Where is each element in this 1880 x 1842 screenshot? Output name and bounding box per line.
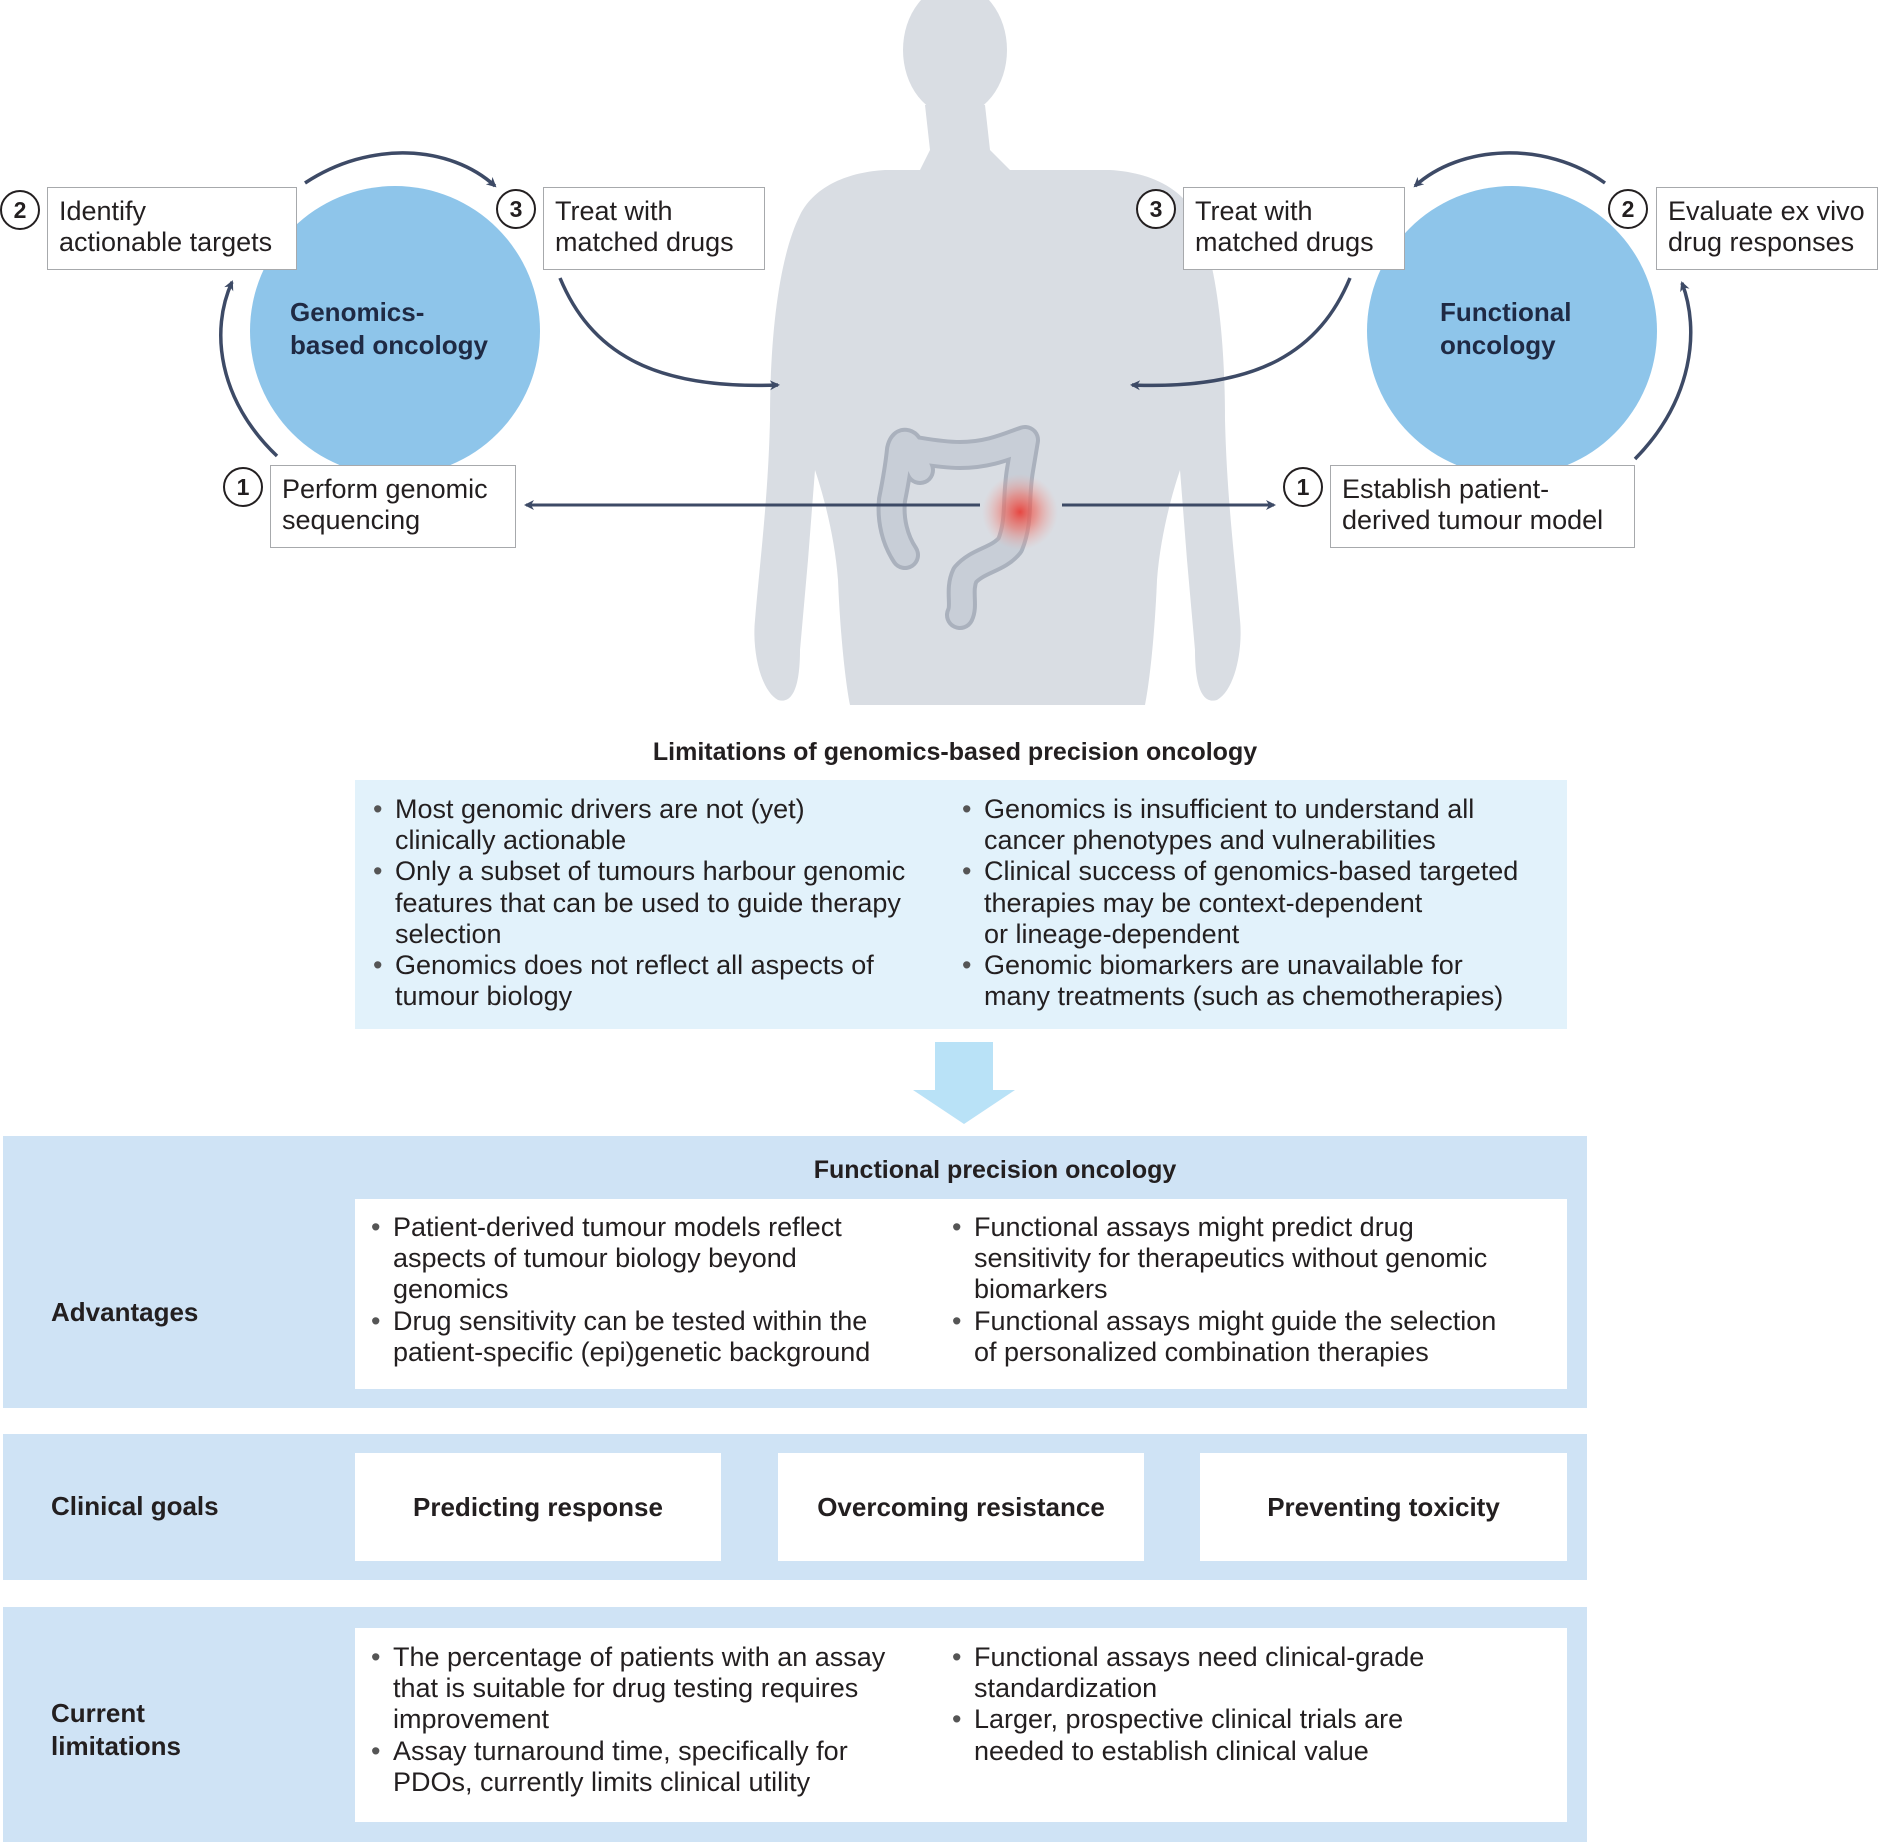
advantage-item: Functional assays might predict drugsens… xyxy=(950,1212,1560,1306)
functional-label-line: oncology xyxy=(1440,330,1556,360)
left-step-3-number: 3 xyxy=(496,189,536,229)
advantages-band: Functional precision oncology Advantages… xyxy=(3,1136,1587,1408)
current-limitations-right-list: Functional assays need clinical-gradesta… xyxy=(950,1642,1560,1767)
left-step-2-box: Identify actionable targets xyxy=(47,187,297,270)
limitation-item: Only a subset of tumours harbour genomic… xyxy=(371,856,951,950)
right-step-2-number: 2 xyxy=(1608,189,1648,229)
step-text-line: Perform genomic xyxy=(282,474,488,504)
genomics-label-line: Genomics- xyxy=(290,297,425,327)
left-step-2-number: 2 xyxy=(0,190,40,230)
tumour-highlight xyxy=(982,474,1058,550)
current-limitations-left-list: The percentage of patients with an assay… xyxy=(369,1642,939,1798)
step-text-line: Treat with xyxy=(1195,196,1313,226)
functional-label-line: Functional xyxy=(1440,297,1572,327)
goal-preventing-toxicity: Preventing toxicity xyxy=(1200,1453,1567,1561)
limitation-item: Genomics is insufficient to understand a… xyxy=(960,794,1560,856)
advantage-item: Patient-derived tumour models reflectasp… xyxy=(369,1212,939,1306)
clinical-goals-label: Clinical goals xyxy=(51,1491,219,1521)
left-step-1-box: Perform genomic sequencing xyxy=(270,465,516,548)
genomics-label-line: based oncology xyxy=(290,330,488,360)
limitations-right-list: Genomics is insufficient to understand a… xyxy=(960,794,1560,1012)
right-step-3-number: 3 xyxy=(1136,189,1176,229)
current-limitation-item: Assay turnaround time, specifically forP… xyxy=(369,1736,939,1798)
right-step-2-box: Evaluate ex vivo drug responses xyxy=(1656,187,1878,270)
right-step-1-number: 1 xyxy=(1283,467,1323,507)
current-limitation-item: Functional assays need clinical-gradesta… xyxy=(950,1642,1560,1704)
advantages-label: Advantages xyxy=(51,1297,199,1327)
step-text-line: Evaluate ex vivo xyxy=(1668,196,1865,226)
current-limitations-band: Current limitations The percentage of pa… xyxy=(3,1607,1587,1842)
limitation-item: Genomics does not reflect all aspects of… xyxy=(371,950,951,1012)
genomics-circle-label: Genomics- based oncology xyxy=(290,296,488,362)
goal-overcoming-resistance: Overcoming resistance xyxy=(778,1453,1144,1561)
step-text-line: sequencing xyxy=(282,505,421,535)
advantages-box: Patient-derived tumour models reflectasp… xyxy=(355,1199,1567,1389)
functional-circle-label: Functional oncology xyxy=(1440,296,1571,362)
left-step-3-box: Treat with matched drugs xyxy=(543,187,765,270)
down-arrow xyxy=(913,1042,1015,1124)
genomics-circle xyxy=(250,186,540,476)
functional-title: Functional precision oncology xyxy=(813,1156,1177,1184)
advantages-right-list: Functional assays might predict drugsens… xyxy=(950,1212,1560,1368)
step-text-line: matched drugs xyxy=(1195,227,1374,257)
limitation-item: Clinical success of genomics-based targe… xyxy=(960,856,1560,950)
limitations-title: Limitations of genomics-based precision … xyxy=(652,738,1258,766)
left-cycle-arrows xyxy=(219,151,780,458)
advantages-left-list: Patient-derived tumour models reflectasp… xyxy=(369,1212,939,1368)
label-line: limitations xyxy=(51,1731,182,1761)
human-silhouette xyxy=(754,0,1241,705)
current-limitations-label: Current limitations xyxy=(51,1697,181,1763)
step-text-line: Establish patient- xyxy=(1342,474,1550,504)
limitations-box: Most genomic drivers are not (yet)clinic… xyxy=(355,780,1567,1029)
functional-circle xyxy=(1367,186,1657,476)
step-text-line: matched drugs xyxy=(555,227,734,257)
limitations-left-list: Most genomic drivers are not (yet)clinic… xyxy=(371,794,951,1012)
right-step-1-box: Establish patient- derived tumour model xyxy=(1330,465,1635,548)
right-step-3-box: Treat with matched drugs xyxy=(1183,187,1405,270)
current-limitation-item: The percentage of patients with an assay… xyxy=(369,1642,939,1736)
step-text-line: actionable targets xyxy=(59,227,273,257)
advantage-item: Drug sensitivity can be tested within th… xyxy=(369,1306,939,1368)
label-line: Current xyxy=(51,1698,145,1728)
step-text-line: Identify xyxy=(59,196,147,226)
step-text-line: drug responses xyxy=(1668,227,1855,257)
goal-predicting-response: Predicting response xyxy=(355,1453,721,1561)
current-limitation-item: Larger, prospective clinical trials aren… xyxy=(950,1704,1560,1766)
step-text-line: derived tumour model xyxy=(1342,505,1604,535)
clinical-goals-band: Clinical goals Predicting response Overc… xyxy=(3,1434,1587,1580)
step-text-line: Treat with xyxy=(555,196,673,226)
left-step-1-number: 1 xyxy=(223,467,263,507)
limitation-item: Most genomic drivers are not (yet)clinic… xyxy=(371,794,951,856)
limitation-item: Genomic biomarkers are unavailable forma… xyxy=(960,950,1560,1012)
right-cycle-arrows xyxy=(1130,151,1693,461)
advantage-item: Functional assays might guide the select… xyxy=(950,1306,1560,1368)
current-limitations-box: The percentage of patients with an assay… xyxy=(355,1628,1567,1822)
